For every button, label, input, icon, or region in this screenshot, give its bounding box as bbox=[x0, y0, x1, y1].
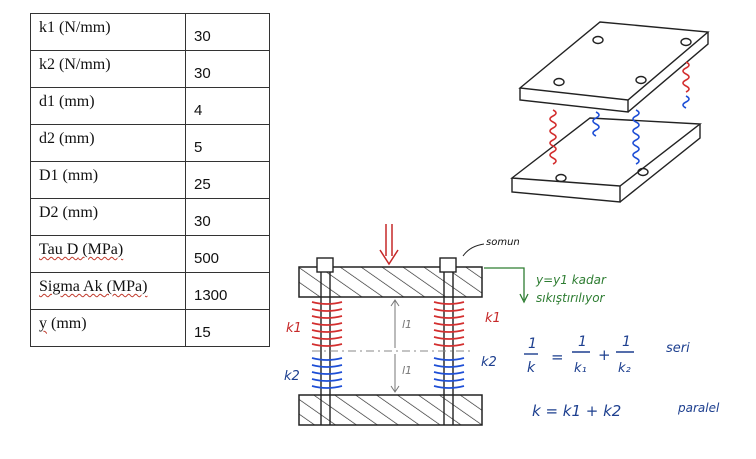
parallel-label: paralel bbox=[677, 401, 720, 415]
nut-leader bbox=[462, 243, 485, 257]
svg-text:1: 1 bbox=[578, 334, 587, 350]
param-label-main: y bbox=[39, 315, 47, 332]
table-row: y (mm) 15 bbox=[30, 309, 270, 347]
param-label-unit: (MPa) bbox=[78, 241, 124, 258]
table-row: Sigma Ak (MPa) 1300 bbox=[30, 272, 270, 310]
nut-label: somun bbox=[486, 237, 520, 248]
param-label: k1 (N/mm) bbox=[30, 13, 186, 51]
l1-top-label: l1 bbox=[402, 318, 412, 331]
left-springs bbox=[311, 301, 343, 389]
param-label-unit: (MPa) bbox=[102, 278, 148, 295]
k2-left-label: k2 bbox=[284, 369, 300, 384]
k1-right-label: k1 bbox=[485, 311, 501, 326]
parallel-formula: k = k1 + k2 bbox=[532, 402, 621, 420]
l1-bottom-label: l1 bbox=[402, 364, 412, 377]
compress-note-line2: sıkıştırılıyor bbox=[536, 291, 606, 305]
param-value: 30 bbox=[185, 13, 270, 51]
isometric-springs bbox=[549, 61, 690, 165]
param-value: 15 bbox=[185, 309, 270, 347]
svg-text:k: k bbox=[527, 360, 536, 376]
svg-text:1: 1 bbox=[622, 334, 631, 350]
compress-leader bbox=[484, 267, 525, 300]
series-label: seri bbox=[666, 341, 690, 356]
load-arrow bbox=[379, 224, 399, 266]
isometric-spring-sketch bbox=[510, 21, 710, 203]
param-value: 4 bbox=[185, 87, 270, 125]
series-formula: 1 k = 1 k₁ + 1 k₂ seri bbox=[524, 334, 690, 376]
param-label: D2 (mm) bbox=[30, 198, 186, 236]
param-value: 1300 bbox=[185, 272, 270, 310]
right-springs bbox=[433, 301, 465, 389]
bolts bbox=[316, 257, 457, 425]
param-value: 5 bbox=[185, 124, 270, 162]
bottom-plate bbox=[298, 394, 483, 426]
param-label: D1 (mm) bbox=[30, 161, 186, 199]
param-label-unit: (mm) bbox=[47, 315, 87, 332]
k1-left-label: k1 bbox=[286, 321, 302, 336]
table-row: d1 (mm) 4 bbox=[30, 87, 270, 125]
svg-text:+: + bbox=[598, 346, 611, 364]
param-value: 30 bbox=[185, 50, 270, 88]
table-row: D2 (mm) 30 bbox=[30, 198, 270, 236]
parameters-table: k1 (N/mm) 30 k2 (N/mm) 30 d1 (mm) 4 d2 (… bbox=[30, 13, 270, 347]
svg-text:k₁: k₁ bbox=[574, 361, 587, 376]
svg-text:1: 1 bbox=[528, 336, 537, 352]
l1-dimensions bbox=[390, 299, 400, 393]
param-label-main: Sigma Ak bbox=[39, 278, 103, 295]
param-label-main: Tau D bbox=[39, 241, 79, 258]
table-row: k2 (N/mm) 30 bbox=[30, 50, 270, 88]
k2-right-label: k2 bbox=[481, 355, 497, 370]
table-row: d2 (mm) 5 bbox=[30, 124, 270, 162]
table-row: D1 (mm) 25 bbox=[30, 161, 270, 199]
section-sketch: l1 l1 k1 k2 k1 k2 somun y=y1 kadar sıkış… bbox=[284, 224, 607, 426]
compress-note-line1: y=y1 kadar bbox=[535, 273, 607, 287]
table-row: k1 (N/mm) 30 bbox=[30, 13, 270, 51]
param-label: d2 (mm) bbox=[30, 124, 186, 162]
svg-text:=: = bbox=[551, 348, 564, 366]
svg-text:k₂: k₂ bbox=[618, 361, 631, 376]
param-value: 500 bbox=[185, 235, 270, 273]
param-label: y (mm) bbox=[30, 309, 186, 347]
